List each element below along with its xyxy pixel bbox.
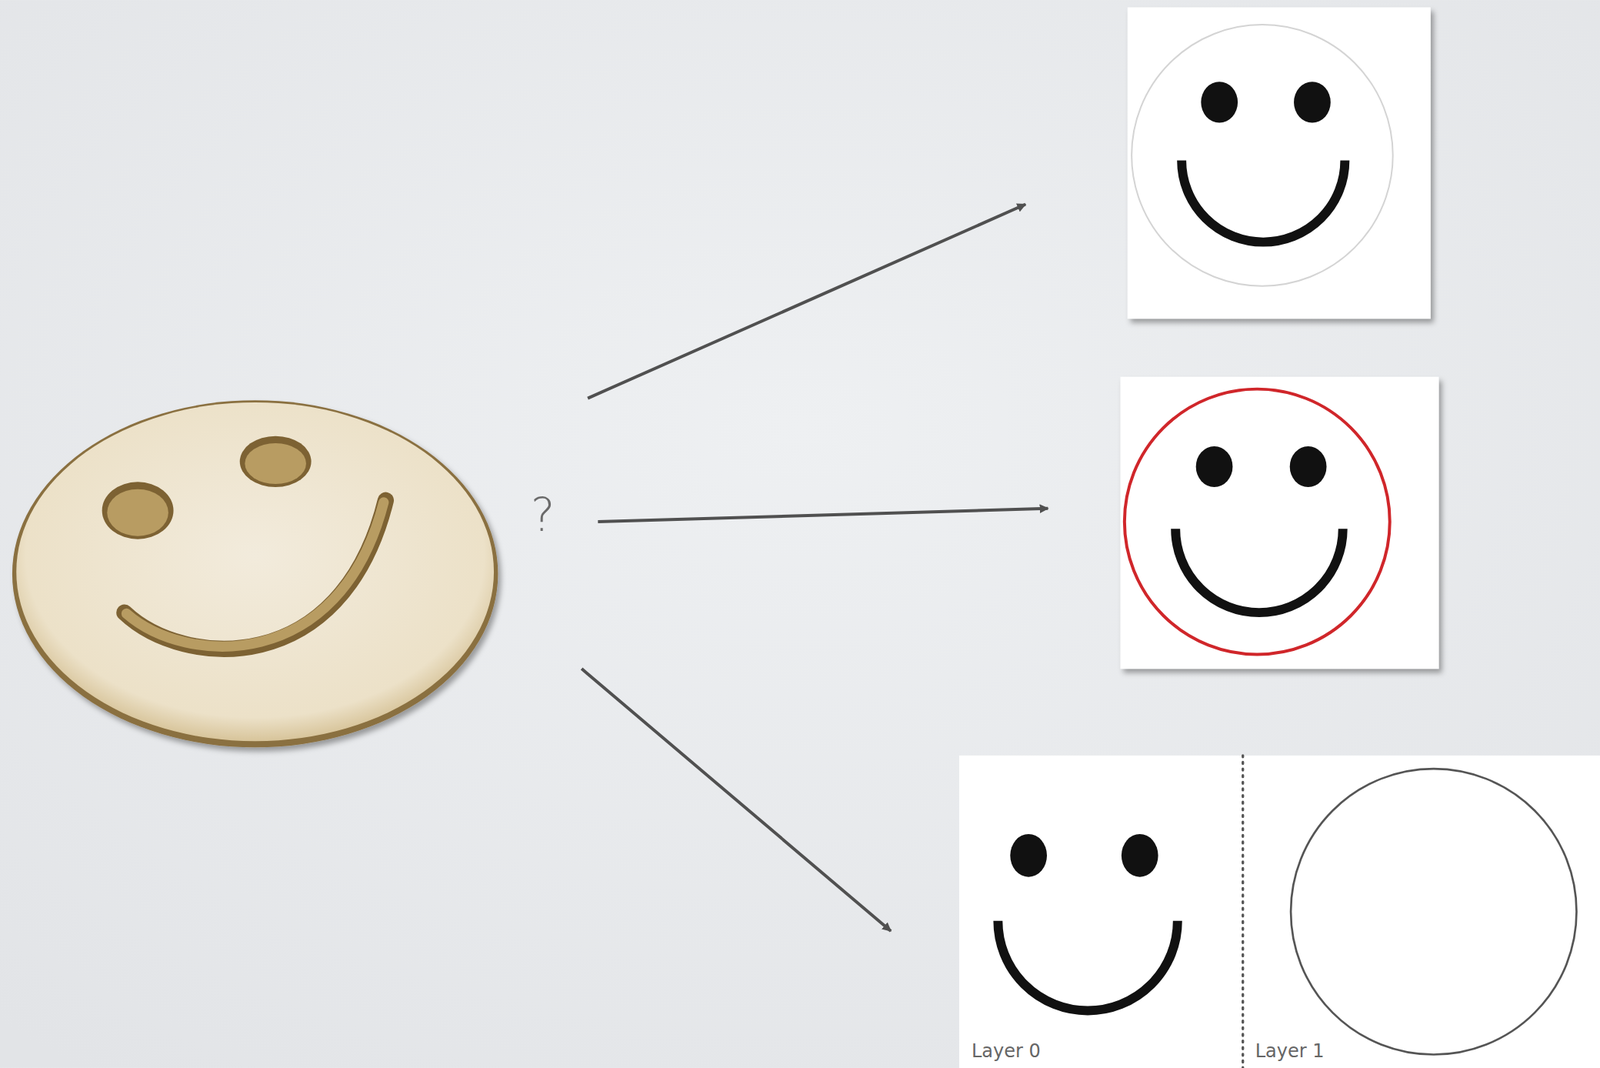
arrow [581, 668, 891, 931]
layer-panel: Layer 1 [1243, 755, 1600, 1068]
smiley-layers [959, 755, 1600, 1068]
smiley-gray-outline [1127, 7, 1431, 320]
layer-label: Layer 1 [1255, 1040, 1325, 1062]
arrow [587, 204, 1026, 399]
arrow [597, 508, 1048, 522]
smiley-red-outline [1120, 376, 1440, 669]
wooden-smiley-photo [12, 400, 498, 747]
layer-panel: Layer 0 [959, 755, 1244, 1068]
layer-label: Layer 0 [971, 1040, 1041, 1062]
question-mark: ? [530, 487, 556, 542]
